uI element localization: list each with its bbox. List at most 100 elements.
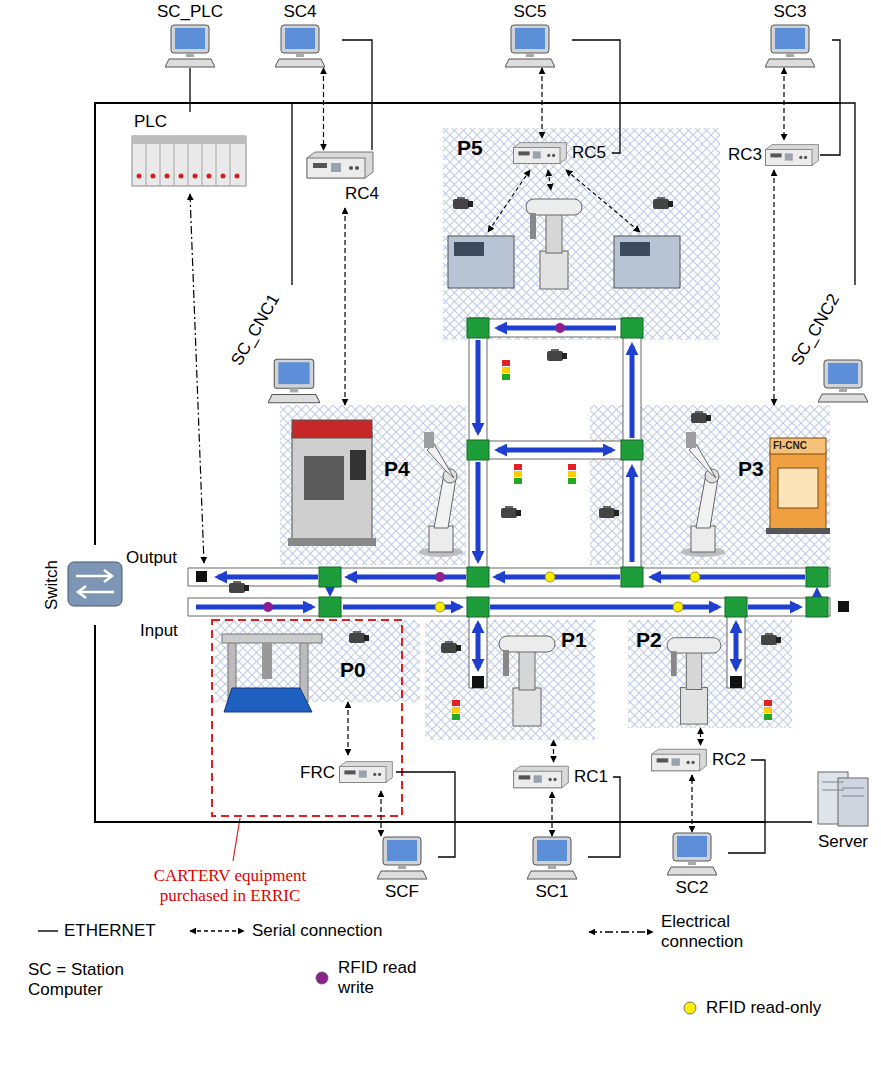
label-box: SC = Station Computer <box>28 960 158 1000</box>
junction-square <box>467 440 489 460</box>
conveyor-arrow <box>734 624 739 668</box>
server-icon <box>822 782 864 796</box>
camera-icon <box>349 631 369 643</box>
rfid-read-write-dot <box>435 572 445 582</box>
switch-icon <box>76 570 114 598</box>
production-cell: P0 <box>215 620 420 702</box>
station-computer: SC4 <box>258 2 342 68</box>
cell-label: P2 <box>636 628 662 652</box>
controller-icon <box>652 749 707 771</box>
purchased-equipment-outline <box>212 620 402 816</box>
junction-square <box>319 567 341 587</box>
controller-label: RC3 <box>728 145 762 165</box>
legend-text: ETHERNET <box>64 921 156 941</box>
camera-icon <box>761 633 781 645</box>
robot-arm <box>681 432 725 557</box>
stopper-square <box>196 571 207 582</box>
p5-serial-link <box>488 170 640 232</box>
serial-link <box>551 792 552 836</box>
station-computer: SC5 <box>488 2 572 68</box>
controller-icon <box>340 762 393 783</box>
computer-icon <box>527 837 577 879</box>
legend-sample <box>312 970 334 986</box>
p5-equipment <box>620 242 650 256</box>
controller-icon <box>514 143 567 164</box>
server-label: Server <box>812 832 874 852</box>
rfid-read-write-dot <box>555 323 565 333</box>
serial-link <box>553 740 554 762</box>
conveyor-arrow <box>348 575 466 580</box>
switch-icon <box>68 562 122 606</box>
cell-label: P0 <box>340 658 366 682</box>
electrical-connection <box>190 194 204 563</box>
serial-link <box>380 791 381 836</box>
computer-label: SC2 <box>656 878 728 898</box>
network-switch: Switch <box>38 545 124 625</box>
cell-hatching <box>425 620 595 740</box>
serial-link <box>347 702 348 755</box>
plc-rack <box>179 174 184 179</box>
conveyor-track <box>188 598 830 616</box>
p5-serial-link <box>566 170 640 232</box>
legend-item: RFID read-only <box>680 998 821 1018</box>
ethernet-link <box>95 40 840 545</box>
transfer-arrow <box>325 587 822 597</box>
server-icon <box>818 772 868 826</box>
annotation-text: SC = Station Computer <box>28 960 158 1000</box>
computer-icon <box>505 25 555 67</box>
station-computer: SCF <box>366 836 438 902</box>
cell-label: P1 <box>561 628 587 652</box>
annotation-text: FI-CNC <box>773 440 807 452</box>
junction-square <box>319 597 341 617</box>
cell-hatching <box>443 128 720 340</box>
controller-label: FRC <box>300 763 335 783</box>
p5-equipment <box>526 199 582 289</box>
rfid-read-write-dot <box>263 602 273 612</box>
serial-link <box>691 775 692 832</box>
cnc-machine <box>304 456 344 500</box>
legend-sample <box>680 1000 702 1016</box>
computer-label: SCF <box>366 882 438 902</box>
device-label: PLC <box>134 112 167 132</box>
purchased-equipment-outline <box>212 620 402 861</box>
junction-square <box>467 318 489 338</box>
serial-link <box>783 68 784 140</box>
junction-square <box>319 318 828 617</box>
legend-item: Serial connection <box>186 921 382 941</box>
production-cell: P4 <box>280 405 466 565</box>
legend-sample <box>585 924 657 940</box>
ethernet-link <box>95 103 840 545</box>
camera-icon <box>501 506 521 518</box>
conveyor-arrow <box>218 575 318 580</box>
junction-square <box>725 597 747 617</box>
switch-label: Switch <box>42 560 62 610</box>
cell-label: P4 <box>384 457 410 481</box>
junction-square <box>621 567 643 587</box>
camera-icon <box>441 641 461 653</box>
robot-controller: RC3 <box>728 140 820 170</box>
conveyor-arrow <box>476 624 481 668</box>
cnc-machine <box>288 538 376 546</box>
plc-unit: PLC <box>130 112 248 190</box>
transfer-arrow <box>325 587 335 597</box>
gantry-robot <box>224 688 312 712</box>
ethernet-link <box>95 103 372 545</box>
plc-rack <box>151 174 156 179</box>
junction-square <box>621 440 643 460</box>
traffic-light <box>452 360 772 720</box>
label-box: Input <box>140 621 178 641</box>
label-box: FI-CNC <box>773 440 807 452</box>
serial-link <box>773 170 774 405</box>
legend-line <box>190 930 244 931</box>
camera-icon <box>453 197 473 209</box>
robot-controller: FRC <box>300 755 396 791</box>
stopper-square <box>472 676 484 688</box>
gantry-robot <box>222 634 322 643</box>
conveyor-arrow <box>498 448 612 453</box>
p5-equipment <box>448 199 680 289</box>
rfid-read-write-dot <box>263 323 565 612</box>
junction-square <box>806 597 828 617</box>
legend-text: RFID read-only <box>706 998 821 1018</box>
rfid-read-only-dot <box>673 602 683 612</box>
cnc-machine <box>778 468 818 508</box>
